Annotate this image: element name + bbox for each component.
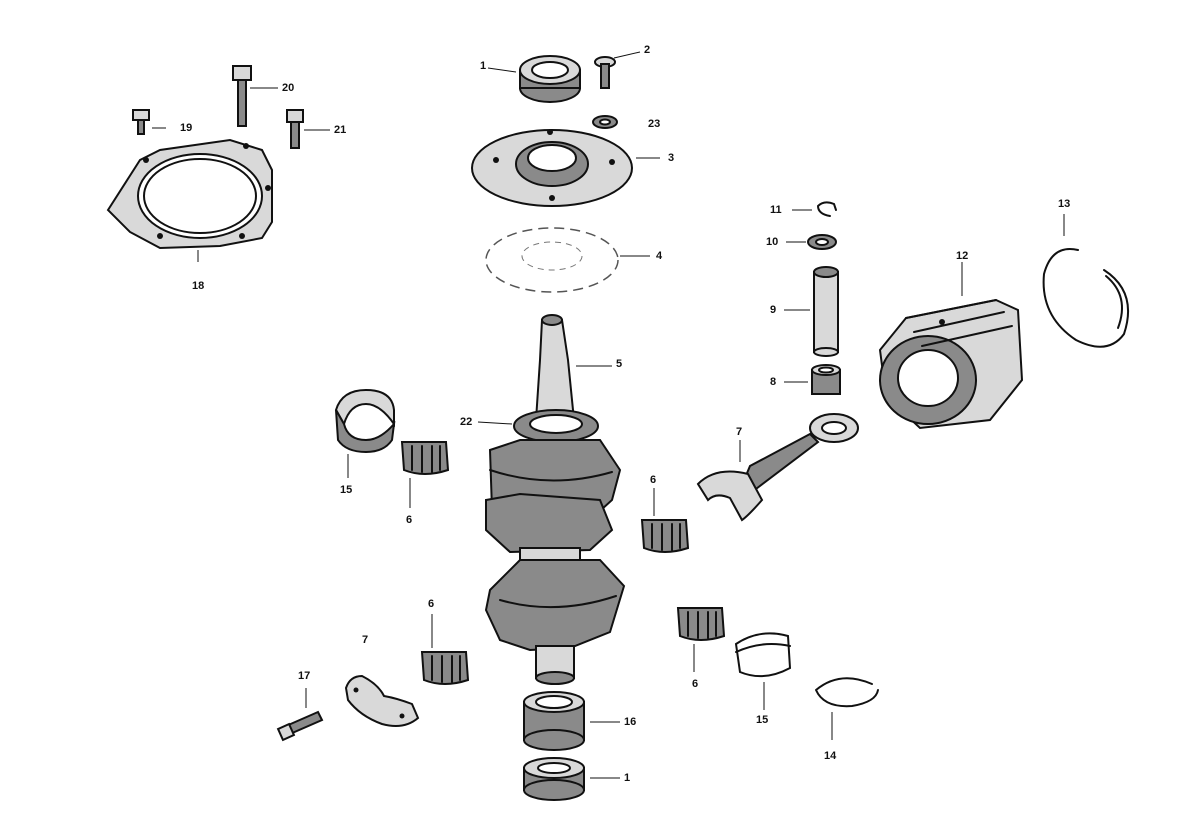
part-7-rod-cap	[344, 674, 420, 727]
part-16-bearing	[523, 691, 620, 751]
part-6-left-needle-cage	[400, 441, 450, 508]
label-part-7-cap: 7	[362, 634, 369, 646]
label-part-15-right: 15	[756, 714, 769, 726]
label-part-23: 23	[648, 118, 661, 130]
label-part-10: 10	[766, 236, 779, 248]
label-part-6-lower: 6	[428, 598, 435, 610]
label-part-6-mid: 6	[650, 474, 657, 486]
label-part-22: 22	[460, 416, 473, 428]
label-part-4: 4	[656, 250, 663, 262]
label-part-2: 2	[644, 44, 651, 56]
label-part-19: 19	[180, 122, 193, 134]
part-9-piston-pin	[784, 266, 839, 357]
part-3-flange-plate	[471, 129, 660, 207]
label-part-18: 18	[192, 280, 205, 292]
label-part-21: 21	[334, 124, 347, 136]
part-18-gasket-plate	[106, 138, 273, 262]
part-2-screw	[594, 51, 641, 89]
part-21-bolt	[286, 109, 330, 149]
label-part-13: 13	[1058, 198, 1071, 210]
part-12-piston	[878, 262, 1024, 430]
part-5-crankshaft	[477, 314, 626, 685]
label-part-8: 8	[770, 376, 777, 388]
part-19-bolt	[132, 109, 166, 135]
part-17-cap-screw	[276, 688, 324, 742]
label-part-5: 5	[616, 358, 623, 370]
part-15-left-bearing-shell	[334, 388, 396, 478]
label-part-3: 3	[668, 152, 675, 164]
part-4-gasket	[485, 227, 650, 293]
part-20-bolt	[232, 65, 278, 127]
part-10-thrust-washer	[786, 234, 837, 250]
part-15-right-bearing-shell	[734, 632, 792, 710]
label-part-1-top: 1	[480, 60, 487, 72]
part-13-piston-ring	[1042, 214, 1129, 348]
label-part-9: 9	[770, 304, 777, 316]
part-7-connecting-rod	[696, 413, 859, 522]
label-part-6-right: 6	[692, 678, 699, 690]
label-part-16: 16	[624, 716, 637, 728]
label-part-7-rod: 7	[736, 426, 743, 438]
label-part-15-left: 15	[340, 484, 353, 496]
label-part-20: 20	[282, 82, 295, 94]
part-14-snap-ring	[815, 677, 879, 740]
label-part-14: 14	[824, 750, 837, 762]
label-part-1-bottom: 1	[624, 772, 631, 784]
part-6-mid-needle-cage	[640, 488, 690, 553]
label-part-6-left: 6	[406, 514, 413, 526]
part-6-lower-needle-cage	[420, 614, 470, 685]
part-1-bottom-seal	[523, 757, 620, 801]
label-part-17: 17	[298, 670, 311, 682]
part-11-lock-ring	[792, 201, 837, 217]
label-part-11: 11	[770, 204, 782, 216]
part-23-washer	[592, 115, 618, 129]
part-1-top-seal	[487, 55, 581, 103]
part-6-right-needle-cage	[676, 607, 726, 672]
part-8-bushing	[784, 364, 841, 395]
label-part-12: 12	[956, 250, 969, 262]
